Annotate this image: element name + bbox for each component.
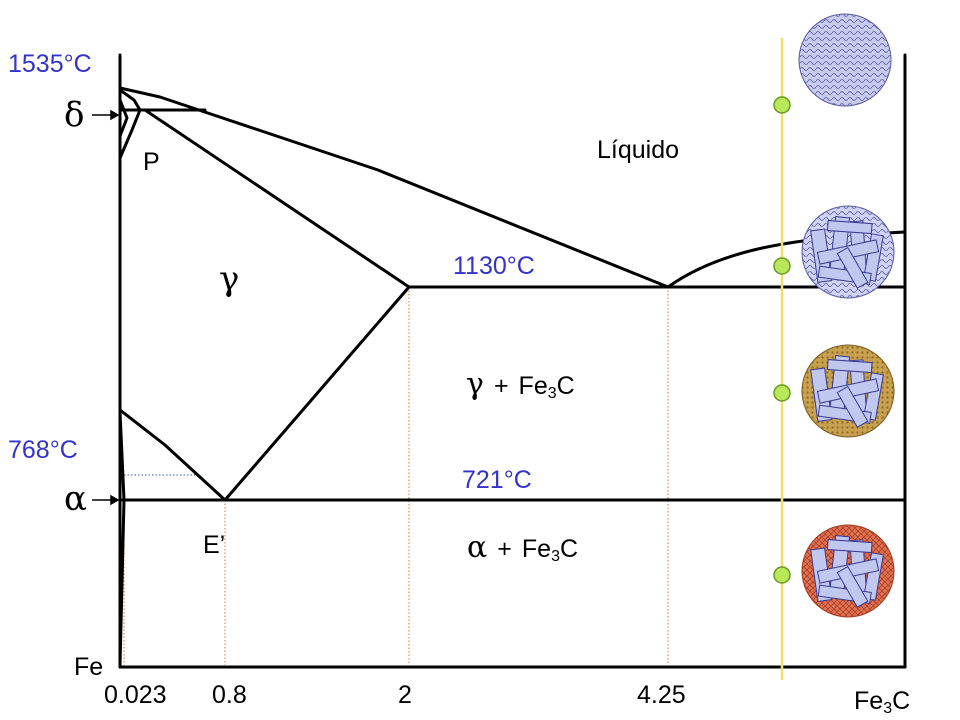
gamma-fe3c-plus: +	[493, 372, 509, 400]
liquid-label: Líquido	[597, 136, 680, 164]
gamma-fe3c-circle	[801, 344, 895, 438]
marker-liquid-solid	[773, 257, 791, 275]
tick-0.023: 0.023	[104, 681, 167, 709]
acm-line	[223, 285, 411, 502]
tick-4.25: 4.25	[637, 681, 686, 709]
alpha-fe3c-label: α + Fe3C	[467, 533, 578, 565]
liquid-plus-solid-circle	[801, 205, 895, 299]
point-p-label: P	[143, 148, 160, 176]
marker-alpha-fe3c	[773, 566, 791, 584]
delta-label: δ	[64, 95, 85, 135]
temp-1535: 1535°C	[8, 50, 92, 78]
delta-gamma-boundary	[118, 98, 129, 138]
phase-boundaries	[118, 53, 907, 669]
marker-gamma-fe3c	[773, 384, 791, 402]
arrows	[92, 109, 120, 506]
temp-768: 768°C	[8, 436, 78, 464]
alpha-label: α	[64, 479, 87, 519]
tick-2: 2	[398, 681, 412, 709]
alpha-fe3c-formula: Fe3C	[521, 535, 579, 565]
temp-1130: 1130°C	[453, 252, 535, 280]
tick-0.8: 0.8	[212, 681, 247, 709]
temp-721: 721°C	[462, 466, 532, 494]
alpha-solvus	[118, 410, 126, 502]
marker-liquid	[773, 96, 791, 114]
gamma-fe3c-formula: Fe3C	[518, 372, 575, 402]
a3-line	[118, 408, 227, 502]
liquid-circle	[798, 13, 892, 107]
alpha-fe3c-plus: +	[497, 535, 512, 563]
liquidus-left	[118, 86, 670, 289]
alpha-fe3c-circle	[801, 524, 895, 618]
solidus-gamma	[143, 108, 411, 289]
axis-fe3c-label: Fe3C	[854, 687, 911, 717]
gamma-fe3c-label: γ + Fe3C	[466, 370, 575, 402]
alpha-fe3c-phase: α	[467, 530, 488, 565]
state-markers	[773, 96, 791, 584]
composition-guides	[123, 287, 669, 665]
point-e-label: E’	[203, 531, 226, 559]
alpha-solvus-low	[118, 498, 126, 667]
delta-boundary-lower	[118, 108, 142, 160]
gamma-fe3c-phase: γ	[466, 367, 484, 402]
delta-boundary	[118, 88, 142, 112]
gamma-label: γ	[219, 259, 240, 299]
axis-fe-label: Fe	[74, 653, 104, 681]
